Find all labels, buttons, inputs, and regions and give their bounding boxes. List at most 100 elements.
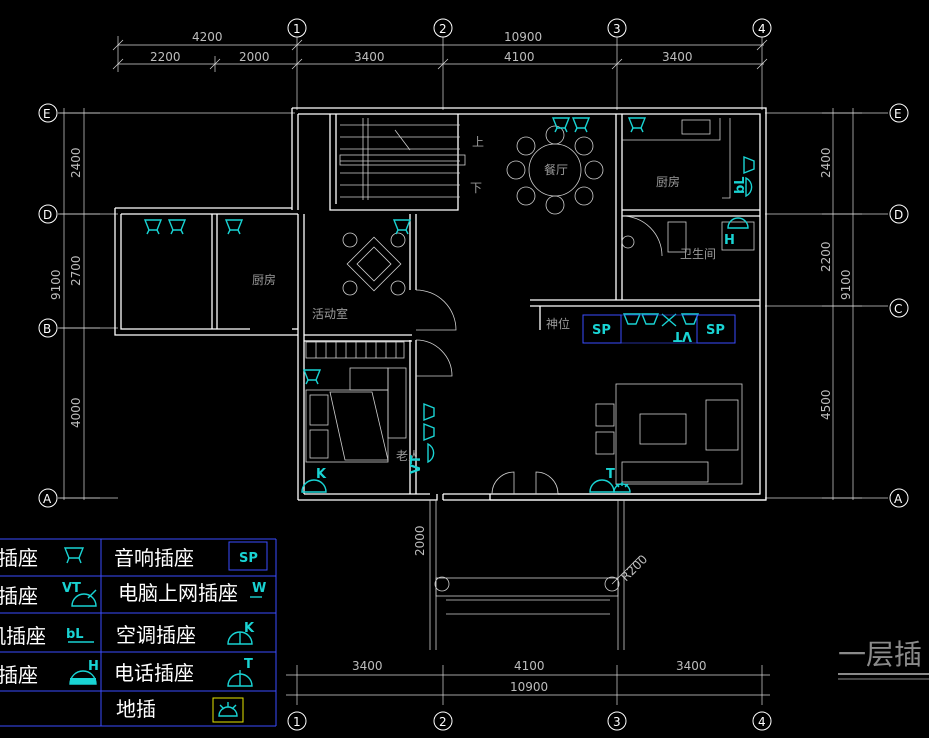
dim-left-total: 9100 [49, 269, 63, 300]
dim-top-seg-1: 2200 [150, 50, 181, 64]
sp-box-right: SP [706, 323, 725, 338]
kitchen-bl-marker: bL [733, 176, 748, 194]
axis-bottom-4: 4 [758, 715, 766, 729]
dining-table-icon [506, 125, 604, 215]
axis-bottom-3: 3 [613, 715, 621, 729]
room-labels: 餐厅 厨房 卫生间 厨房 活动室 神位 老人 [252, 162, 716, 463]
axis-top-4: 4 [758, 22, 766, 36]
socket-icon [627, 117, 647, 133]
wardrobe-icon [305, 341, 405, 359]
shrine-vt-marker: VT [673, 328, 692, 343]
dim-bottom-total: 10900 [510, 680, 548, 694]
dim-bottom-seg-2: 4100 [514, 659, 545, 673]
dim-top-left: 4200 [192, 30, 223, 44]
room-kitchen-left: 厨房 [252, 272, 276, 287]
socket-icon [392, 219, 412, 235]
legend-left-3: 机插座 [0, 624, 46, 648]
floor-socket-icon [212, 697, 244, 723]
dim-top-seg-5: 3400 [662, 50, 693, 64]
vt-socket-icon: VT [62, 581, 97, 607]
wall-socket-icon [745, 176, 753, 198]
stair-up-label: 上 [472, 135, 484, 149]
axis-right-a: A [894, 492, 903, 506]
axis-top-2: 2 [439, 22, 447, 36]
socket-icon [302, 369, 322, 385]
t-socket-icon: T [227, 657, 253, 687]
axis-left-e: E [43, 107, 51, 121]
axis-left-a: A [43, 492, 52, 506]
stair-down-label: 下 [470, 181, 482, 195]
tea-table-icon [342, 232, 406, 296]
socket-icon [680, 313, 700, 325]
axis-markers-left: E D B A [38, 103, 58, 508]
sp-boxes: SP SP [582, 314, 736, 344]
dim-top-seg-2: 2000 [239, 50, 270, 64]
socket-icon [622, 313, 642, 325]
dim-left-seg-2: 2700 [69, 255, 83, 286]
legend-sp-symbol: SP [239, 551, 258, 566]
legend-t-symbol: T [244, 657, 253, 672]
legend-left-2: 插座 [0, 584, 38, 608]
bed-icon [305, 367, 407, 463]
wall-socket-icon [727, 217, 749, 229]
drawing-title: 一层插 [838, 638, 929, 680]
legend-bl-symbol: bL [66, 627, 84, 642]
dim-top-seg-3: 3400 [354, 50, 385, 64]
socket-icon [423, 422, 435, 442]
porch-depth-label: 2000 [413, 525, 427, 556]
axis-grid-lines [60, 112, 888, 499]
sofa-icon [595, 383, 743, 485]
wall-socket-icon [301, 479, 327, 493]
walls: 上 下 [114, 107, 767, 650]
drawing-title-text: 一层插 [838, 638, 922, 671]
legend-right-5: 地插 [116, 697, 156, 721]
axis-bottom-1: 1 [293, 715, 301, 729]
axis-top-1: 1 [293, 22, 301, 36]
axis-top-3: 3 [613, 22, 621, 36]
axis-bottom-2: 2 [439, 715, 447, 729]
legend-w-symbol: W [252, 581, 266, 596]
axis-markers-right: E D C A [889, 103, 909, 508]
sp-box-left: SP [592, 323, 611, 338]
dim-top-seg-4: 4100 [504, 50, 535, 64]
legend-h-symbol: H [88, 659, 99, 674]
k-socket-icon: K [227, 621, 255, 645]
axis-markers-top: 1 2 3 4 [287, 18, 772, 38]
socket-icon [167, 219, 187, 235]
socket-icon [640, 313, 660, 325]
socket-icon [551, 117, 571, 133]
axis-right-d: D [894, 208, 903, 222]
legend-right-2: 电脑上网插座 [118, 581, 238, 605]
socket-icon [63, 547, 85, 564]
porch-radius-label: R200 [618, 552, 650, 584]
legend-left-4: 插座 [0, 663, 38, 687]
floor-socket-icon [613, 482, 631, 493]
dim-left-seg-3: 4000 [69, 397, 83, 428]
legend-table: 插座 插座 机插座 插座 音响插座 电脑上网插座 空调插座 电话插座 地插 VT… [0, 538, 277, 727]
room-dining: 餐厅 [544, 162, 568, 177]
legend-right-1: 音响插座 [114, 546, 194, 570]
axis-left-b: B [43, 322, 51, 336]
bedroom-k-marker: K [316, 467, 327, 482]
socket-icon [743, 155, 755, 175]
legend-right-3: 空调插座 [116, 623, 196, 647]
legend-k-symbol: K [244, 621, 255, 636]
axis-right-e: E [894, 107, 902, 121]
dim-left-seg-1: 2400 [69, 147, 83, 178]
socket-symbols: bL H K VT T VT [143, 117, 755, 493]
axis-markers-bottom: 1 2 3 4 [287, 711, 772, 731]
bl-socket-icon: bL [66, 627, 94, 643]
dim-right-seg-1: 2400 [819, 147, 833, 178]
dim-bottom-seg-3: 3400 [676, 659, 707, 673]
room-bathroom: 卫生间 [680, 247, 716, 261]
h-socket-icon: H [69, 659, 99, 685]
legend-vt-symbol: VT [62, 581, 81, 596]
socket-icon [423, 402, 435, 422]
room-shrine: 神位 [546, 316, 570, 331]
room-elder: 老人 [396, 449, 420, 463]
bottom-dimensions: 3400 4100 3400 10900 [286, 659, 770, 705]
legend-left-1: 插座 [0, 546, 38, 570]
socket-icon [224, 219, 244, 235]
legend-right-4: 电话插座 [114, 661, 194, 685]
